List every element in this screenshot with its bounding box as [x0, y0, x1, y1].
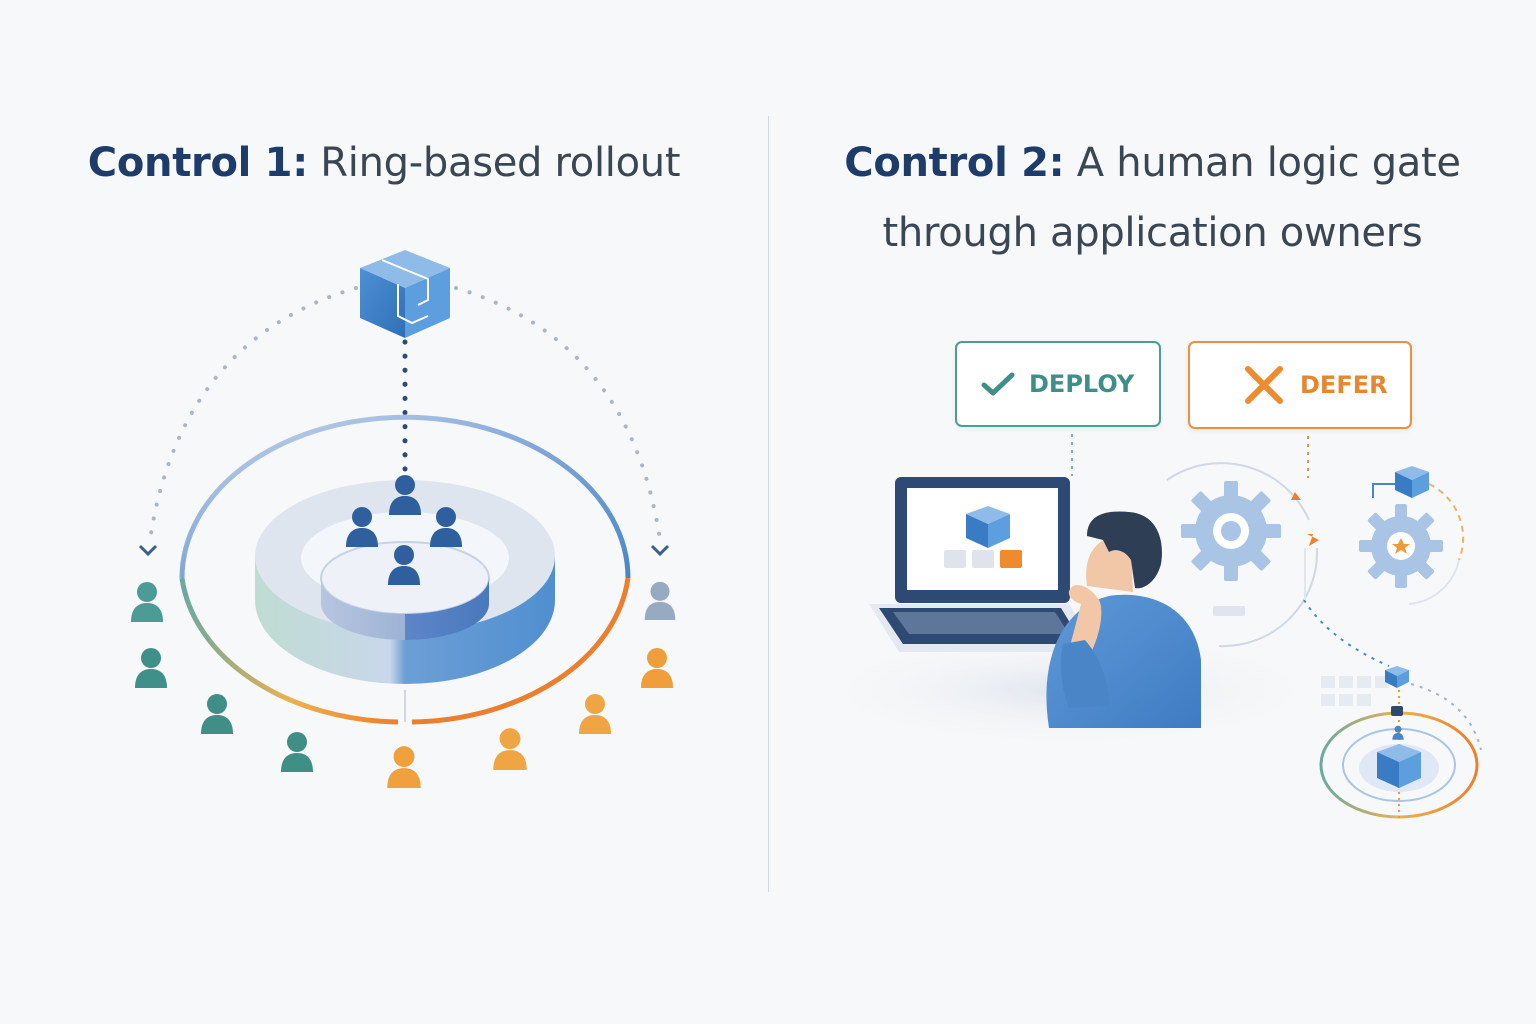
person-icon — [281, 732, 313, 772]
control-1-panel: Control 1: Ring-based rollout — [0, 128, 768, 788]
control-1-title: Control 1: Ring-based rollout — [0, 128, 768, 198]
person-icon — [493, 728, 527, 770]
control-1-title-rest: Ring-based rollout — [307, 140, 681, 186]
control-2-title-line2: through application owners — [882, 210, 1423, 256]
cross-icon — [1245, 366, 1283, 404]
gear-icon — [1166, 462, 1319, 648]
inner-ring-wall — [321, 578, 489, 640]
person-icon — [641, 648, 673, 688]
control-2-title: Control 2: A human logic gate through app… — [769, 128, 1536, 268]
deploy-label: DEPLOY — [1029, 370, 1135, 398]
person-icon — [131, 582, 163, 622]
package-icon — [1377, 744, 1421, 788]
middle-ring-wall — [255, 556, 555, 684]
check-icon — [981, 372, 1015, 396]
deploy-button[interactable]: DEPLOY — [955, 341, 1161, 427]
package-icon — [966, 506, 1010, 548]
rollout-path-left — [148, 286, 358, 542]
person-icon — [201, 694, 233, 734]
ring-rollout-diagram — [131, 250, 676, 788]
person-icon — [644, 581, 676, 620]
control-2-title-bold: Control 2: — [844, 140, 1065, 186]
control-2-title-rest: A human logic gate — [1064, 140, 1461, 186]
defer-label: DEFER — [1300, 371, 1388, 399]
human-gate-diagram — [799, 434, 1482, 820]
gear-icon — [1359, 466, 1465, 605]
defer-button[interactable]: DEFER — [1188, 341, 1412, 429]
control-1-title-bold: Control 1: — [87, 140, 308, 186]
person-icon — [387, 746, 421, 788]
panel-divider — [768, 116, 769, 892]
laptop-icon — [869, 477, 1099, 652]
person-icon — [135, 648, 167, 688]
outer-ring-lower-right — [411, 577, 631, 725]
application-owner-person — [1046, 511, 1201, 728]
mini-ring-rollout — [1319, 666, 1479, 820]
control-2-panel: Control 2: A human logic gate through app… — [769, 0, 1536, 1024]
arrow-down-icon — [138, 544, 158, 557]
person-icon — [579, 694, 611, 734]
outer-ring — [179, 414, 631, 579]
outer-ring-lower-left — [179, 577, 399, 725]
package-icon — [1385, 666, 1409, 688]
package-icon — [1395, 466, 1429, 498]
package-icon — [360, 250, 450, 338]
arrow-down-icon — [650, 544, 670, 557]
